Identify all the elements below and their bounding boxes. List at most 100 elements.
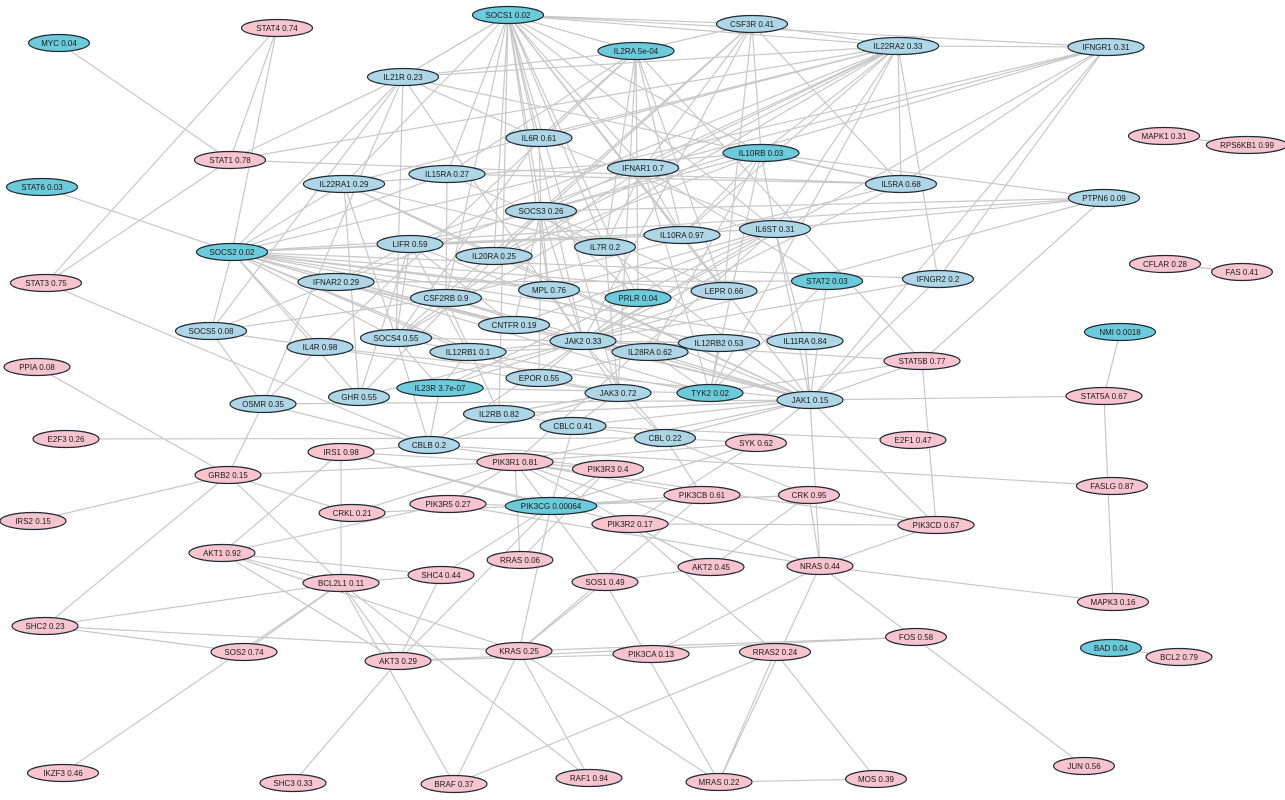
node-grb2[interactable]: GRB2 0.15 bbox=[194, 465, 262, 485]
node-il7r[interactable]: IL7R 0.2 bbox=[573, 237, 636, 257]
node-stat2[interactable]: STAT2 0.03 bbox=[790, 271, 864, 291]
node-il21r[interactable]: IL21R 0.23 bbox=[366, 67, 440, 87]
node-il28ra[interactable]: IL28RA 0.62 bbox=[611, 342, 689, 362]
node-stat5b[interactable]: STAT5B 0.77 bbox=[883, 351, 961, 371]
node-socs3[interactable]: SOCS3 0.26 bbox=[504, 201, 578, 221]
node-prlr[interactable]: PRLR 0.04 bbox=[604, 288, 672, 308]
node-syk[interactable]: SYK 0.62 bbox=[724, 433, 787, 453]
node-sos2[interactable]: SOS2 0.74 bbox=[210, 642, 278, 662]
node-osmr[interactable]: OSMR 0.35 bbox=[229, 394, 297, 414]
node-lepr[interactable]: LEPR 0.66 bbox=[690, 281, 758, 301]
node-ppia[interactable]: PPIA 0.08 bbox=[3, 357, 71, 377]
node-il6r[interactable]: IL6R 0.61 bbox=[505, 128, 573, 148]
node-stat1[interactable]: STAT1 0.78 bbox=[193, 150, 267, 170]
node-pik3r1[interactable]: PIK3R1 0.81 bbox=[476, 452, 554, 472]
node-kras[interactable]: KRAS 0.25 bbox=[485, 641, 553, 661]
node-socs4[interactable]: SOCS4 0.55 bbox=[359, 328, 433, 348]
node-stat5a[interactable]: STAT5A 0.67 bbox=[1065, 386, 1143, 406]
node-pik3cg[interactable]: PIK3CG 0.00064 bbox=[504, 496, 598, 516]
node-ifnar1[interactable]: IFNAR1 0.7 bbox=[606, 158, 680, 178]
node-pik3ca[interactable]: PIK3CA 0.13 bbox=[612, 644, 690, 664]
node-cblb[interactable]: CBLB 0.2 bbox=[398, 435, 461, 455]
node-mras[interactable]: MRAS 0.22 bbox=[685, 772, 753, 792]
node-ifngr1[interactable]: IFNGR1 0.31 bbox=[1067, 37, 1145, 57]
node-jak1[interactable]: JAK1 0.15 bbox=[776, 390, 844, 410]
node-sos1[interactable]: SOS1 0.49 bbox=[571, 572, 639, 592]
node-il2ra[interactable]: IL2RA 5e-04 bbox=[597, 41, 675, 61]
node-mos[interactable]: MOS 0.39 bbox=[844, 769, 907, 789]
node-mpl[interactable]: MPL 0.76 bbox=[517, 280, 580, 300]
node-csf2rb[interactable]: CSF2RB 0.9 bbox=[409, 288, 483, 308]
node-cbl[interactable]: CBL 0.22 bbox=[633, 428, 696, 448]
node-il6st[interactable]: IL6ST 0.31 bbox=[738, 219, 812, 239]
node-nmi[interactable]: NMI 0.0018 bbox=[1083, 322, 1157, 342]
node-il23r[interactable]: IL23R 3.7e-07 bbox=[396, 378, 484, 398]
node-braf[interactable]: BRAF 0.37 bbox=[420, 774, 488, 794]
node-irs2[interactable]: IRS2 0.15 bbox=[0, 511, 67, 531]
node-il12rb1[interactable]: IL12RB1 0.1 bbox=[429, 342, 507, 362]
node-fas[interactable]: FAS 0.41 bbox=[1210, 262, 1273, 282]
node-il10rb[interactable]: IL10RB 0.03 bbox=[722, 143, 800, 163]
node-stat6[interactable]: STAT6 0.03 bbox=[5, 177, 79, 197]
node-mapk1[interactable]: MAPK1 0.31 bbox=[1127, 126, 1201, 146]
node-il10ra[interactable]: IL10RA 0.97 bbox=[643, 225, 721, 245]
node-il22ra2[interactable]: IL22RA2 0.33 bbox=[856, 36, 940, 56]
node-ifngr2[interactable]: IFNGR2 0.2 bbox=[901, 269, 975, 289]
node-jak3[interactable]: JAK3 0.72 bbox=[584, 383, 652, 403]
node-myc[interactable]: MYC 0.04 bbox=[28, 33, 90, 53]
node-crk[interactable]: CRK 0.95 bbox=[777, 485, 840, 505]
node-pik3cd[interactable]: PIK3CD 0.67 bbox=[897, 515, 975, 535]
node-socs2[interactable]: SOCS2 0.02 bbox=[195, 242, 269, 262]
node-socs1[interactable]: SOCS1 0.02 bbox=[471, 5, 545, 25]
node-crkl[interactable]: CRKL 0.21 bbox=[318, 503, 386, 523]
node-rps6kb1[interactable]: RPS6KB1 0.99 bbox=[1205, 135, 1285, 155]
node-e2f3[interactable]: E2F3 0.26 bbox=[32, 429, 100, 449]
node-il12rb2[interactable]: IL12RB2 0.53 bbox=[677, 333, 761, 353]
node-fos[interactable]: FOS 0.58 bbox=[884, 627, 947, 647]
node-bcl2l1[interactable]: BCL2L1 0.11 bbox=[302, 573, 380, 593]
node-mapk3[interactable]: MAPK3 0.16 bbox=[1076, 592, 1150, 612]
node-socs5[interactable]: SOCS5 0.08 bbox=[174, 321, 248, 341]
node-cntfr[interactable]: CNTFR 0.19 bbox=[477, 315, 551, 335]
node-il20ra[interactable]: IL20RA 0.25 bbox=[455, 246, 533, 266]
node-rras2[interactable]: RRAS2 0.24 bbox=[738, 642, 812, 662]
node-jak2[interactable]: JAK2 0.33 bbox=[549, 331, 617, 351]
node-il2rb[interactable]: IL2RB 0.82 bbox=[462, 404, 536, 424]
node-pik3r3[interactable]: PIK3R3 0.4 bbox=[571, 459, 645, 479]
node-ptpn6[interactable]: PTPN6 0.09 bbox=[1067, 188, 1141, 208]
node-pik3cb[interactable]: PIK3CB 0.61 bbox=[663, 485, 741, 505]
node-il4r[interactable]: IL4R 0.98 bbox=[286, 337, 354, 357]
node-stat3[interactable]: STAT3 0.75 bbox=[9, 273, 83, 293]
node-il22ra1[interactable]: IL22RA1 0.29 bbox=[302, 174, 386, 194]
node-bad[interactable]: BAD 0.04 bbox=[1079, 638, 1142, 658]
node-raf1[interactable]: RAF1 0.94 bbox=[555, 768, 623, 788]
node-irs1[interactable]: IRS1 0.98 bbox=[307, 442, 375, 462]
node-il5ra[interactable]: IL5RA 0.68 bbox=[864, 174, 938, 194]
node-cflar[interactable]: CFLAR 0.28 bbox=[1128, 254, 1202, 274]
node-csf3r[interactable]: CSF3R 0.41 bbox=[715, 14, 789, 34]
node-il11ra[interactable]: IL11RA 0.84 bbox=[766, 331, 844, 351]
node-akt2[interactable]: AKT2 0.45 bbox=[677, 557, 745, 577]
node-shc4[interactable]: SHC4 0.44 bbox=[407, 565, 475, 585]
node-cblc[interactable]: CBLC 0.41 bbox=[539, 416, 607, 436]
node-akt1[interactable]: AKT1 0.92 bbox=[188, 543, 256, 563]
node-akt3[interactable]: AKT3 0.29 bbox=[364, 651, 432, 671]
node-faslg[interactable]: FASLG 0.87 bbox=[1075, 476, 1149, 496]
node-pik3r2[interactable]: PIK3R2 0.17 bbox=[591, 514, 669, 534]
node-nras[interactable]: NRAS 0.44 bbox=[786, 556, 854, 576]
node-epor[interactable]: EPOR 0.55 bbox=[505, 368, 573, 388]
node-ifnar2[interactable]: IFNAR2 0.29 bbox=[297, 272, 375, 292]
node-pik3r5[interactable]: PIK3R5 0.27 bbox=[409, 494, 487, 514]
node-shc2[interactable]: SHC2 0.23 bbox=[11, 616, 79, 636]
node-stat4[interactable]: STAT4 0.74 bbox=[240, 18, 314, 38]
node-lifr[interactable]: LIFR 0.59 bbox=[376, 234, 444, 254]
node-e2f1[interactable]: E2F1 0.47 bbox=[879, 430, 947, 450]
node-jun[interactable]: JUN 0.56 bbox=[1052, 756, 1115, 776]
node-ikzf3[interactable]: IKZF3 0.46 bbox=[26, 763, 100, 783]
node-ghr[interactable]: GHR 0.55 bbox=[328, 387, 391, 407]
node-bcl2[interactable]: BCL2 0.79 bbox=[1145, 647, 1213, 667]
node-rras[interactable]: RRAS 0.06 bbox=[486, 550, 554, 570]
node-shc3[interactable]: SHC3 0.33 bbox=[259, 773, 327, 793]
node-il15ra[interactable]: IL15RA 0.27 bbox=[408, 164, 486, 184]
node-tyk2[interactable]: TYK2 0.02 bbox=[676, 383, 744, 403]
